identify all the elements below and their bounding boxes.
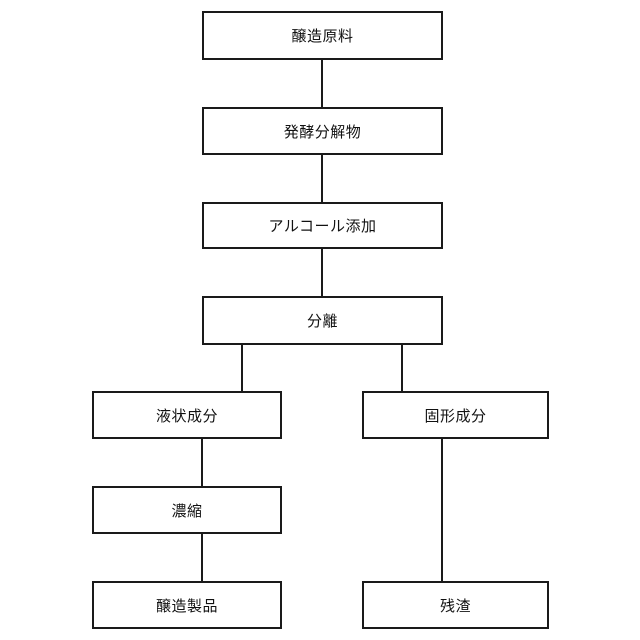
node-separation: 分離: [202, 296, 443, 345]
node-fermentation: 発酵分解物: [202, 107, 443, 155]
node-solid-component-label: 固形成分: [424, 405, 486, 426]
node-residue: 残渣: [362, 581, 549, 629]
node-concentration-label: 濃縮: [171, 500, 202, 521]
node-concentration: 濃縮: [92, 486, 282, 534]
node-raw-material-label: 醸造原料: [291, 25, 353, 46]
node-brewed-product-label: 醸造製品: [156, 595, 218, 616]
node-raw-material: 醸造原料: [202, 11, 443, 60]
node-solid-component: 固形成分: [362, 391, 549, 439]
node-residue-label: 残渣: [440, 595, 471, 616]
node-fermentation-label: 発酵分解物: [284, 121, 362, 142]
node-liquid-component-label: 液状成分: [156, 405, 218, 426]
node-alcohol-addition-label: アルコール添加: [268, 215, 376, 236]
node-separation-label: 分離: [307, 310, 338, 331]
node-brewed-product: 醸造製品: [92, 581, 282, 629]
node-alcohol-addition: アルコール添加: [202, 202, 443, 249]
node-liquid-component: 液状成分: [92, 391, 282, 439]
